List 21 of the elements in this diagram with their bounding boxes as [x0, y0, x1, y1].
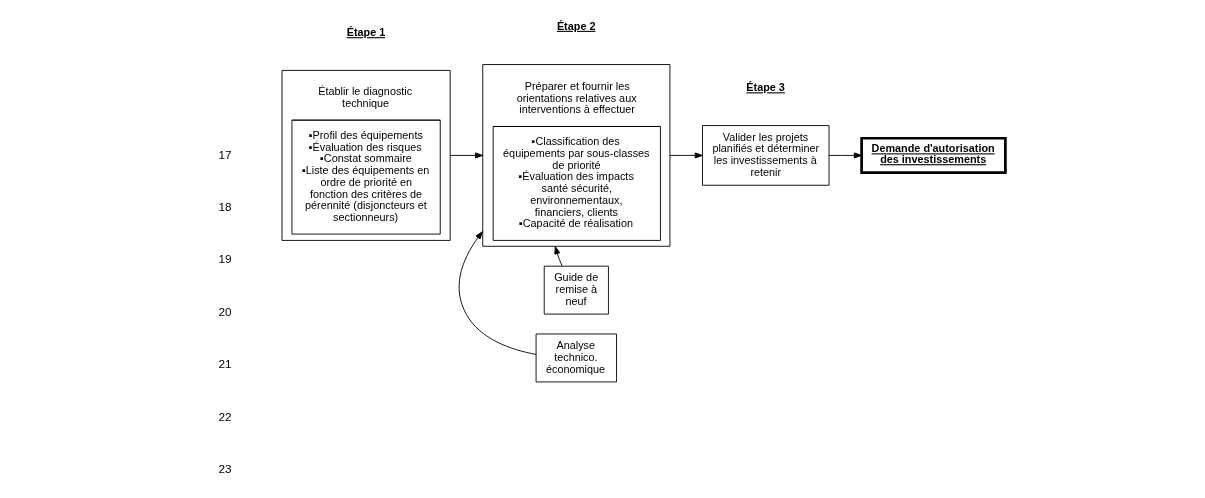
label: 20 — [217, 304, 232, 318]
node-box: Établir le diagnostic technique ▪Profil des équipements ▪Évaluation des risques ▪Constat sommaire ▪Liste des équipements en ordre de priorité en fonction des critères de pérennité (disjoncteurs et sectionneurs) — [281, 69, 451, 241]
label: Étape 3 — [745, 81, 785, 94]
label: 19 — [217, 252, 232, 266]
label: 23 — [217, 462, 232, 476]
label: 18 — [217, 199, 232, 213]
node-box: Préparer et fournir les orientations relatives aux interventions à effectuer ▪Classification des équipements par sous-classes de priorité ▪Évaluation des impacts santé sécurité, environnementaux, financiers, clients ▪Capacité de réalisation — [481, 64, 670, 247]
arrow — [828, 152, 862, 159]
label: 21 — [217, 357, 232, 371]
label: Étape 1 — [346, 26, 385, 39]
node-box: Guide de remise à neuf — [543, 265, 609, 315]
label: Étape 2 — [556, 19, 595, 32]
label: 22 — [217, 409, 232, 423]
arrow — [553, 246, 563, 267]
node-box: Analyse technico. économique — [535, 333, 617, 383]
node-box: Valider les projets planifiés et déterminer les investissements à retenir — [701, 125, 829, 186]
label: 17 — [217, 147, 232, 161]
arrow — [669, 152, 703, 159]
node-box: Demande d'autorisation des investissements — [859, 136, 1007, 174]
arrow — [458, 231, 537, 355]
arrow — [449, 152, 483, 159]
